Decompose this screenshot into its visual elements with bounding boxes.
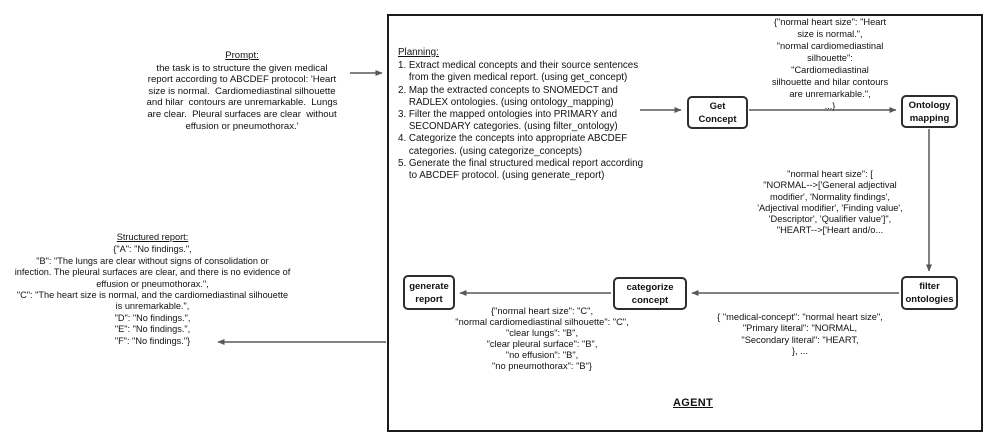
planning-steps: 1. Extract medical concepts and their so… [398,60,644,182]
prompt-block: Prompt: the task is to structure the giv… [128,50,356,132]
structured-report-heading: Structured report: [116,232,189,242]
prompt-heading: Prompt: [225,50,259,61]
agent-frame [387,14,983,432]
message-filtered-ontologies: { "medical-concept": "normal heart size"… [717,312,883,357]
structured-report-text: {"A": "No findings.","B": "The lungs are… [14,244,291,346]
prompt-text: the task is to structure the given medic… [146,62,338,132]
message-mapped-ontologies: "normal heart size": ["NORMAL-->['Genera… [757,169,903,236]
structured-report-block: Structured report: {"A": "No findings.",… [5,232,300,347]
message-categorized-concepts: {"normal heart size": "C","normal cardio… [455,306,629,371]
agent-label: AGENT [673,397,713,409]
planning-block: Planning: 1. Extract medical concepts an… [398,47,660,182]
planning-heading: Planning: [398,47,439,58]
